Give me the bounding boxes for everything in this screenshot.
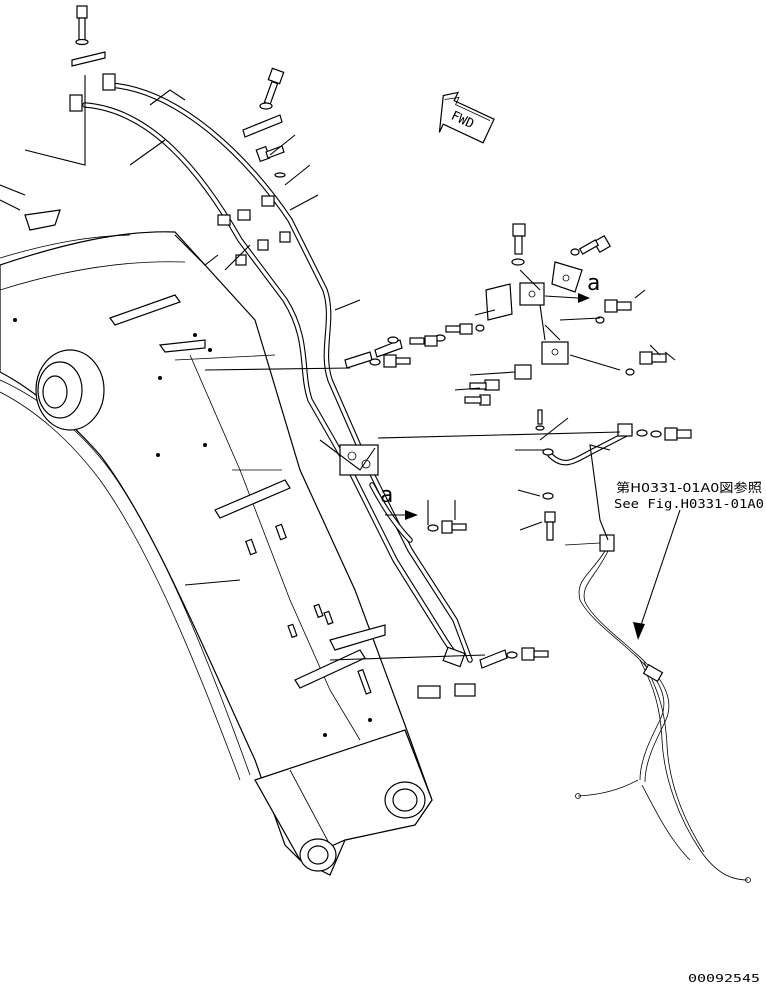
clamp-hardware-upper [71,5,549,669]
reference-note-en: See Fig.H0331-01A0 [614,496,764,511]
drawing-number: 00092545 [688,972,760,985]
fwd-direction-badge: FWD [438,91,495,144]
leader-arrow-icon [405,510,418,520]
hydraulic-pipes [69,73,476,699]
detail-marker-a-left: a [380,483,393,508]
wire-harness [564,534,751,883]
boom-structure [0,209,433,876]
detail-arrow-group [385,293,590,520]
fwd-arrow-icon [438,91,495,144]
reference-leader [633,509,681,640]
detail-marker-a-right: a [587,271,600,296]
junction-block-boom [339,444,413,543]
reference-note-jp: 第H0331-01A0図参照 [616,480,762,495]
leader-arrow-icon [578,293,590,303]
leader-lines [0,75,676,661]
leader-arrow-icon [633,622,645,640]
